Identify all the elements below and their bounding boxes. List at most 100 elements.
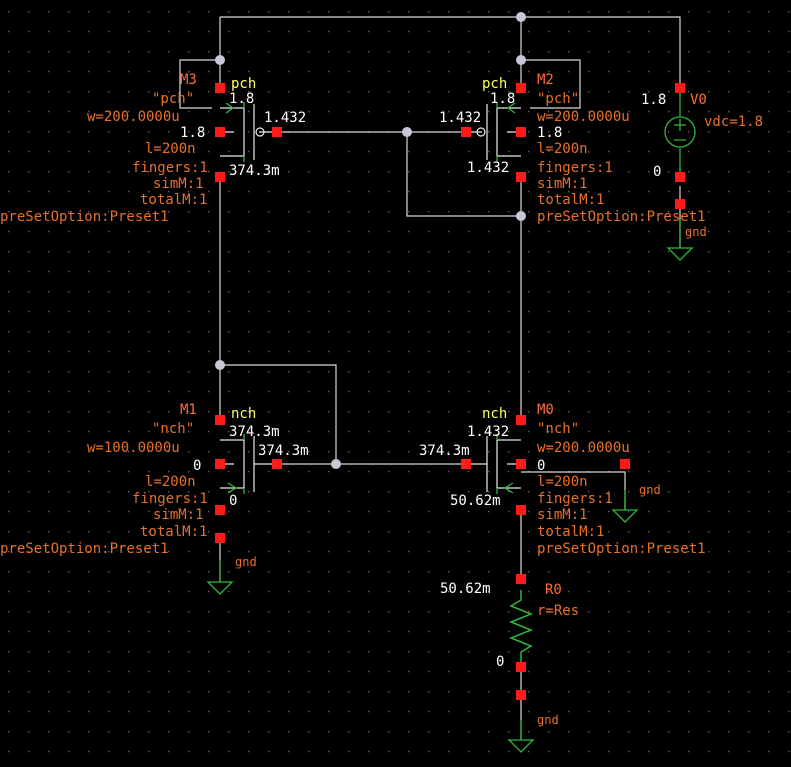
pin: [215, 459, 225, 469]
device-m2-labels: pch M2 1.8 "pch" w=200.0000u 1.432 1.8 l…: [439, 72, 706, 225]
instance-name: M1: [180, 402, 197, 418]
simm-param: simM:1: [537, 507, 588, 523]
pin: [675, 172, 685, 182]
pin: [675, 199, 685, 209]
preset-param: preSetOption:Preset1: [537, 541, 706, 557]
voltage-annotation: 374.3m: [258, 443, 309, 459]
pin: [675, 83, 685, 93]
pin: [516, 690, 526, 700]
model-name: pch: [482, 76, 507, 92]
instance-name: M2: [537, 72, 554, 88]
voltage-annotation: 1.8: [537, 125, 562, 141]
fingers-param: fingers:1: [132, 160, 208, 176]
voltage-annotation: 1.432: [439, 110, 481, 126]
ground-label: gnd: [235, 555, 257, 569]
width-param: w=200.0000u: [537, 440, 630, 456]
voltage-annotation: 1.8: [641, 92, 666, 108]
pin: [516, 415, 526, 425]
voltage-annotation: 374.3m: [419, 443, 470, 459]
ground-icon: [206, 560, 234, 595]
pin: [272, 459, 282, 469]
voltage-annotation: 374.3m: [229, 424, 280, 440]
pin: [461, 127, 471, 137]
totalm-param: totalM:1: [140, 524, 207, 540]
resistor-icon[interactable]: [508, 590, 534, 666]
pin: [215, 415, 225, 425]
ground-icon: [507, 720, 535, 753]
pin: [215, 127, 225, 137]
voltage-annotation: 374.3m: [229, 163, 280, 179]
device-m3-labels: M3 pch "pch" 1.8 w=200.0000u 1.432 1.8 l…: [0, 72, 306, 225]
voltage-annotation: 1.432: [467, 160, 509, 176]
ground-icon: [666, 220, 694, 261]
pin: [215, 172, 225, 182]
pmos-transistor-icon[interactable]: [466, 102, 521, 162]
simm-param: simM:1: [537, 176, 588, 192]
junction-dot: [516, 12, 526, 22]
instance-name: M0: [537, 402, 554, 418]
model-name: nch: [482, 406, 507, 422]
voltage-annotation: 1.8: [229, 91, 254, 107]
fingers-param: fingers:1: [537, 160, 613, 176]
source-v0-labels: 1.8 V0 vdc=1.8 0 gnd: [641, 92, 763, 239]
length-param: l=200n: [145, 474, 196, 490]
pin: [516, 662, 526, 672]
junction-dot: [516, 55, 526, 65]
voltage-annotation: 1.432: [467, 424, 509, 440]
cell-name: "pch": [152, 91, 194, 107]
junction-dot: [402, 127, 412, 137]
cell-name: "nch": [152, 421, 194, 437]
preset-param: preSetOption:Preset1: [0, 541, 169, 557]
width-param: w=200.0000u: [537, 109, 630, 125]
resistor-r0-labels: 50.62m R0 r=Res 0 gnd: [440, 581, 579, 727]
voltage-annotation: 0: [537, 458, 545, 474]
instance-name: R0: [545, 582, 562, 598]
simm-param: simM:1: [153, 507, 204, 523]
pin: [215, 83, 225, 93]
pin: [620, 459, 630, 469]
totalm-param: totalM:1: [537, 192, 604, 208]
voltage-annotation: 0: [496, 654, 504, 670]
wires[interactable]: [179, 16, 681, 740]
length-param: l=200n: [537, 141, 588, 157]
device-m1-labels: M1 nch "nch" 374.3m w=100.0000u 374.3m 0…: [0, 402, 309, 569]
nmos-transistor-icon[interactable]: [220, 434, 278, 494]
preset-param: preSetOption:Preset1: [0, 209, 169, 225]
length-param: l=200n: [537, 474, 588, 490]
voltage-annotation: 0: [653, 164, 661, 180]
voltage-annotation: 50.62m: [440, 581, 491, 597]
pin: [272, 127, 282, 137]
pin: [461, 459, 471, 469]
voltage-annotation: 1.432: [264, 110, 306, 126]
pin: [215, 505, 225, 515]
junction-dot: [215, 360, 225, 370]
pin: [516, 505, 526, 515]
junction-dot: [331, 459, 341, 469]
simm-param: simM:1: [153, 176, 204, 192]
ground-label: gnd: [685, 225, 707, 239]
wire-junctions: [215, 12, 526, 469]
cell-name: "pch": [537, 91, 579, 107]
device-pins[interactable]: [215, 83, 685, 700]
voltage-annotation: 0: [229, 493, 237, 509]
width-param: w=100.0000u: [87, 440, 180, 456]
nmos-transistor-icon[interactable]: [466, 434, 521, 494]
fingers-param: fingers:1: [132, 491, 208, 507]
pin: [516, 459, 526, 469]
model-name: pch: [231, 76, 256, 92]
preset-param: preSetOption:Preset1: [537, 209, 706, 225]
pmos-transistor-icon[interactable]: [220, 102, 277, 162]
model-name: nch: [231, 406, 256, 422]
resistance-param: r=Res: [537, 603, 579, 619]
junction-dot: [516, 211, 526, 221]
junction-dot: [215, 55, 225, 65]
length-param: l=200n: [145, 141, 196, 157]
totalm-param: totalM:1: [537, 524, 604, 540]
ground-label: gnd: [639, 483, 661, 497]
ground-icon: [611, 490, 639, 523]
pin: [516, 83, 526, 93]
voltage-annotation: 1.8: [490, 91, 515, 107]
instance-name: V0: [690, 92, 707, 108]
